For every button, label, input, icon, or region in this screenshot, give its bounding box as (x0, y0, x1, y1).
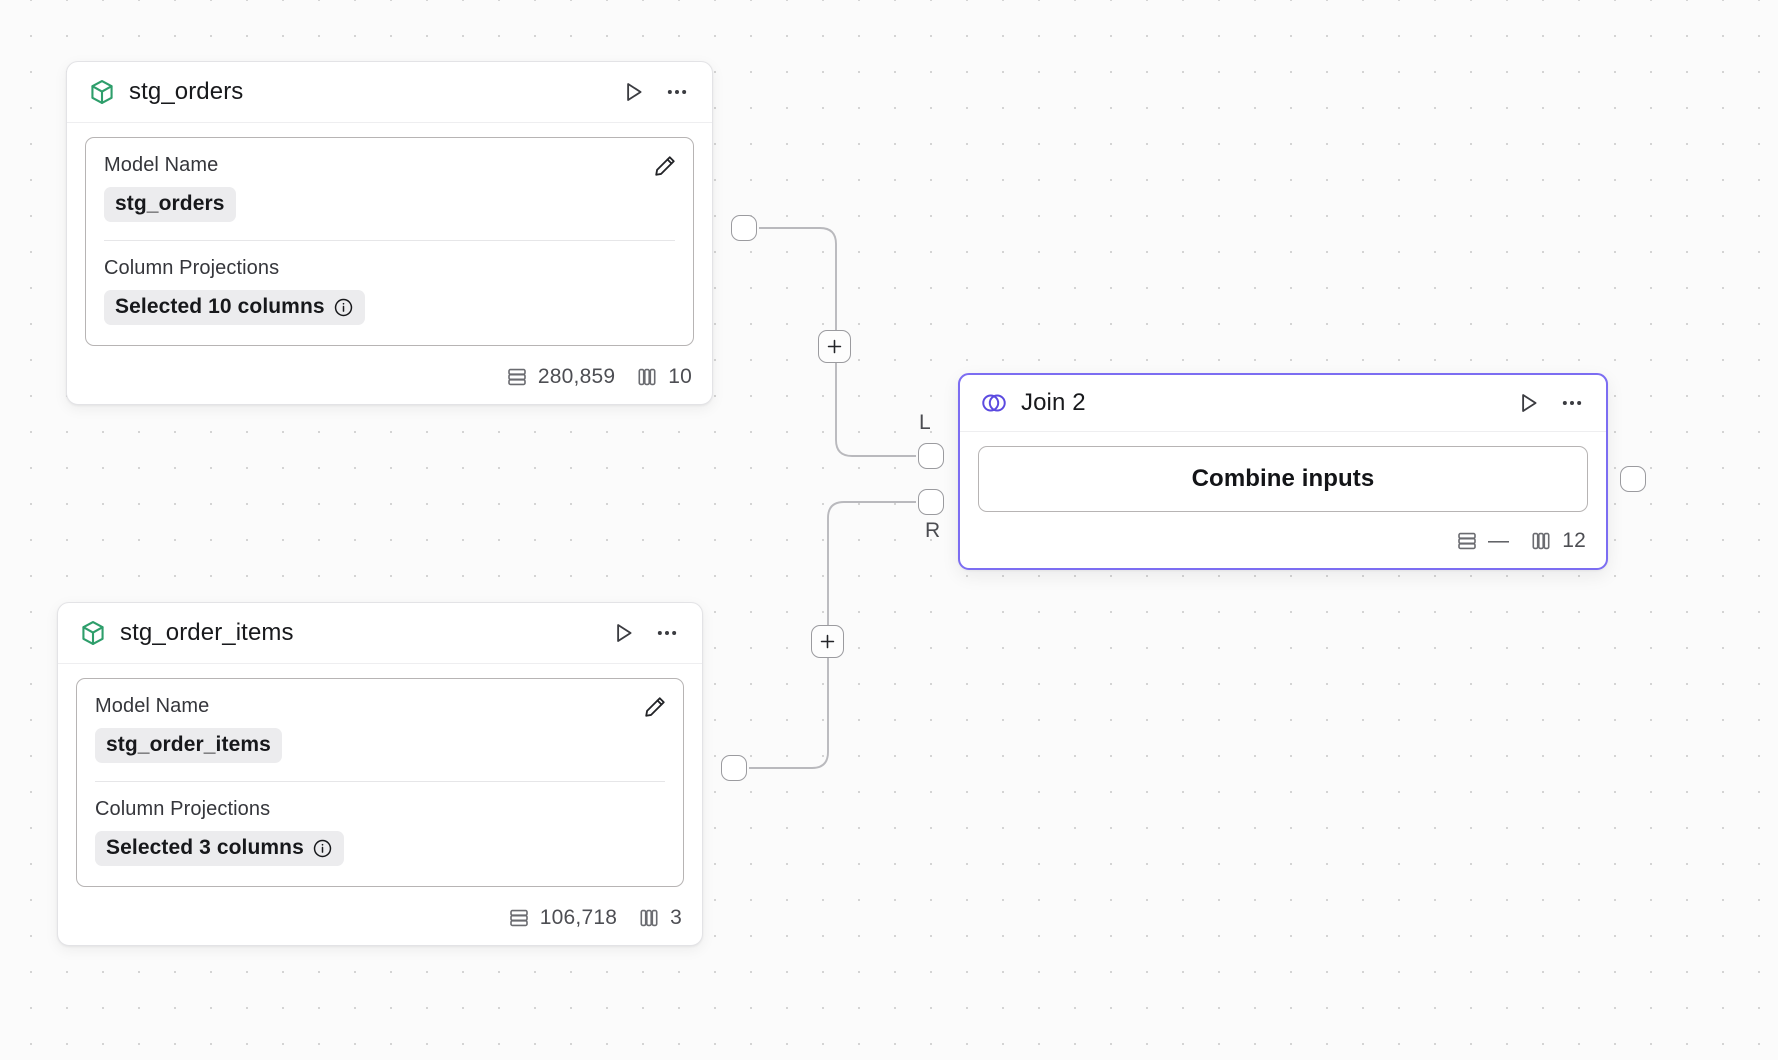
node-body: Model Name stg_order_items Column Projec… (58, 664, 702, 893)
rows-icon (505, 365, 529, 389)
field-label-model-name: Model Name (95, 695, 210, 717)
node-header-actions (618, 77, 692, 107)
port-stg-order-items-output[interactable] (721, 755, 747, 781)
run-icon[interactable] (1513, 388, 1543, 418)
columns-icon (1529, 529, 1553, 553)
row-count-value: 106,718 (539, 906, 618, 929)
port-join-output[interactable] (1620, 466, 1646, 492)
model-config-panel: Model Name stg_orders Column Projections… (85, 137, 694, 346)
column-count-value: 3 (670, 906, 682, 929)
rows-icon (1455, 529, 1479, 553)
model-config-panel: Model Name stg_order_items Column Projec… (76, 678, 684, 887)
edit-pencil-icon[interactable] (650, 151, 680, 181)
columns-icon (637, 906, 661, 930)
model-name-chip[interactable]: stg_orders (104, 187, 236, 222)
more-options-icon[interactable] (1557, 388, 1587, 418)
column-projections-chip[interactable]: Selected 10 columns (104, 290, 365, 325)
node-title: stg_orders (129, 78, 244, 105)
column-count-value: 12 (1562, 529, 1586, 552)
node-stg-order-items[interactable]: stg_order_items (57, 602, 703, 946)
node-header: stg_orders (67, 62, 712, 123)
columns-icon (635, 365, 659, 389)
row-count-stat: — (1455, 529, 1509, 553)
node-title: stg_order_items (120, 619, 294, 646)
venn-join-icon (980, 389, 1008, 417)
panel-divider (95, 781, 665, 782)
column-count-stat: 10 (635, 365, 692, 389)
column-projections-value: Selected 3 columns (106, 836, 304, 859)
node-body: Model Name stg_orders Column Projections… (67, 123, 712, 352)
model-name-value: stg_orders (115, 192, 225, 215)
node-title: Join 2 (1021, 389, 1086, 416)
combine-inputs-button[interactable]: Combine inputs (978, 446, 1588, 512)
node-header: Join 2 (960, 375, 1606, 432)
column-projections-chip[interactable]: Selected 3 columns (95, 831, 344, 866)
run-icon[interactable] (618, 77, 648, 107)
cube-icon (88, 78, 116, 106)
column-count-value: 10 (668, 365, 692, 388)
column-count-stat: 3 (637, 906, 682, 930)
run-icon[interactable] (608, 618, 638, 648)
cube-icon (79, 619, 107, 647)
node-footer: 280,859 10 (67, 352, 712, 404)
node-header-actions (608, 618, 682, 648)
port-stg-orders-output[interactable] (731, 215, 757, 241)
column-projections-value: Selected 10 columns (115, 295, 325, 318)
column-count-stat: 12 (1529, 529, 1586, 553)
add-node-button-bottom[interactable] (811, 625, 844, 658)
field-label-column-projections: Column Projections (95, 798, 271, 820)
more-options-icon[interactable] (652, 618, 682, 648)
edit-pencil-icon[interactable] (640, 692, 670, 722)
panel-divider (104, 240, 675, 241)
row-count-value: 280,859 (537, 365, 616, 388)
rows-icon (507, 906, 531, 930)
node-footer: — 12 (960, 516, 1606, 568)
node-stg-orders[interactable]: stg_orders (66, 61, 713, 405)
more-options-icon[interactable] (662, 77, 692, 107)
port-label-left: L (919, 411, 931, 434)
info-icon[interactable] (333, 297, 354, 318)
node-footer: 106,718 3 (58, 893, 702, 945)
node-body: Combine inputs (960, 432, 1606, 516)
port-join-right-input[interactable] (918, 489, 944, 515)
port-join-left-input[interactable] (918, 443, 944, 469)
node-header: stg_order_items (58, 603, 702, 664)
node-header-actions (1513, 388, 1587, 418)
node-join-2[interactable]: Join 2 Combine inputs (958, 373, 1608, 570)
model-name-chip[interactable]: stg_order_items (95, 728, 282, 763)
field-label-column-projections: Column Projections (104, 257, 280, 279)
row-count-value: — (1488, 529, 1510, 552)
port-label-right: R (925, 519, 941, 542)
add-node-button-top[interactable] (818, 330, 851, 363)
field-label-model-name: Model Name (104, 154, 219, 176)
row-count-stat: 280,859 (505, 365, 615, 389)
model-name-value: stg_order_items (106, 733, 271, 756)
row-count-stat: 106,718 (507, 906, 617, 930)
info-icon[interactable] (312, 838, 333, 859)
